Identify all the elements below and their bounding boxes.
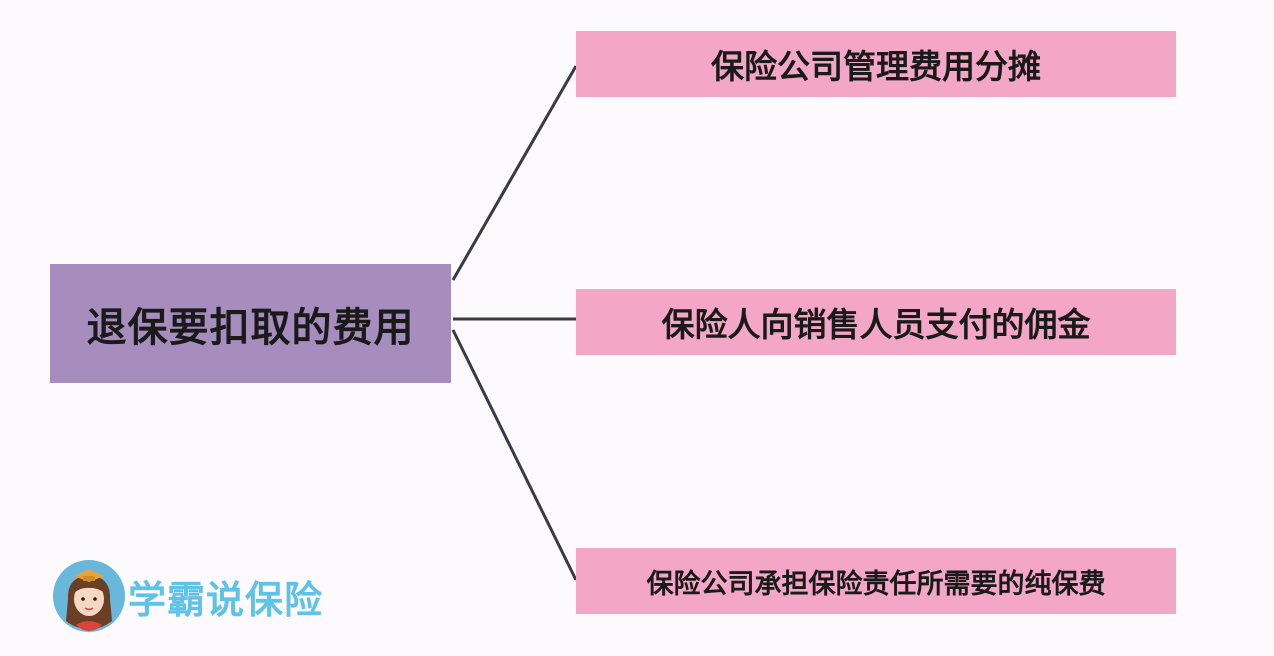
- connector-line-2: [451, 329, 578, 581]
- root-node: 退保要扣取的费用: [50, 264, 451, 383]
- branch-node-label: 保险人向销售人员支付的佣金: [661, 305, 1091, 344]
- connector-line-0: [451, 65, 578, 281]
- branch-node-management-fee: 保险公司管理费用分摊: [576, 31, 1176, 97]
- watermark-text: 学霸说保险: [128, 577, 324, 622]
- branch-node-label: 保险公司承担保险责任所需要的纯保费: [646, 568, 1106, 600]
- girl-avatar-icon: [53, 560, 125, 632]
- branch-node-pure-premium: 保险公司承担保险责任所需要的纯保费: [576, 548, 1176, 614]
- branch-node-label: 保险公司管理费用分摊: [711, 47, 1041, 86]
- watermark: 学霸说保险: [52, 559, 323, 633]
- branch-node-commission: 保险人向销售人员支付的佣金: [576, 289, 1176, 355]
- root-node-label: 退保要扣取的费用: [86, 304, 415, 351]
